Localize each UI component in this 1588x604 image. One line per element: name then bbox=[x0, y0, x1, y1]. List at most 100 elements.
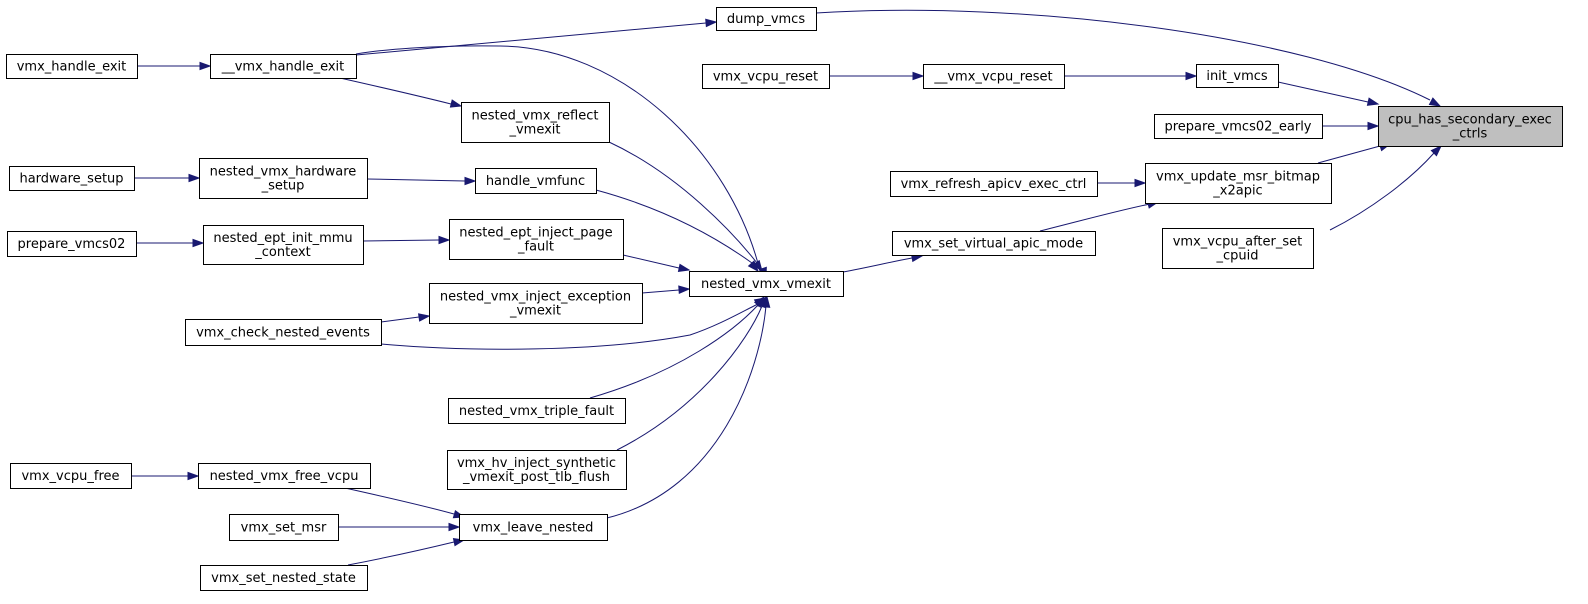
node-prepare_vmcs02[interactable]: prepare_vmcs02 bbox=[7, 231, 137, 257]
node-label: prepare_vmcs02_early bbox=[1164, 120, 1311, 135]
node-box bbox=[459, 514, 608, 541]
arrowhead-icon bbox=[1134, 178, 1147, 188]
edge-nested_vmx_inject_exception_vmexit-to-nested_vmx_vmexit bbox=[641, 285, 691, 295]
node-label: _x2apic bbox=[1212, 184, 1262, 199]
node-vmx_handle_exit[interactable]: vmx_handle_exit bbox=[6, 54, 138, 79]
node-box bbox=[702, 64, 830, 89]
node-label: __vmx_vcpu_reset bbox=[933, 70, 1052, 85]
node-box bbox=[185, 319, 382, 346]
node-box bbox=[7, 231, 137, 257]
node-nested_vmx_inject_exception_vmexit[interactable]: nested_vmx_inject_exception_vmexit bbox=[429, 283, 643, 324]
node-box bbox=[429, 283, 643, 324]
node-vmx_vcpu_free[interactable]: vmx_vcpu_free bbox=[10, 463, 132, 489]
edge-prepare_vmcs02_early-to-root bbox=[1322, 121, 1380, 131]
arrowhead-icon bbox=[752, 259, 763, 273]
node-nested_vmx_triple_fault[interactable]: nested_vmx_triple_fault bbox=[448, 398, 626, 424]
edge-nested_ept_inject_page_fault-to-nested_vmx_vmexit bbox=[622, 254, 691, 273]
node-label: _cpuid bbox=[1215, 249, 1258, 264]
edge-vmx_handle_exit-to-__vmx_handle_exit bbox=[137, 61, 212, 71]
node-vmx_set_msr[interactable]: vmx_set_msr bbox=[229, 514, 339, 541]
node-label: nested_ept_inject_page bbox=[459, 226, 612, 241]
arrowhead-icon bbox=[199, 61, 212, 71]
node-__vmx_vcpu_reset[interactable]: __vmx_vcpu_reset bbox=[923, 64, 1065, 89]
node-label: _context bbox=[254, 245, 311, 260]
arrowhead-icon bbox=[1367, 121, 1380, 131]
node-box bbox=[475, 168, 597, 194]
node-vmx_vcpu_after_set_cpuid[interactable]: vmx_vcpu_after_set_cpuid bbox=[1162, 228, 1314, 269]
node-init_vmcs[interactable]: init_vmcs bbox=[1196, 64, 1279, 88]
node-box bbox=[10, 463, 132, 489]
edge-init_vmcs-to-root bbox=[1277, 81, 1380, 106]
node-nested_vmx_free_vcpu[interactable]: nested_vmx_free_vcpu bbox=[198, 463, 371, 489]
edge-nested_vmx_vmexit-to-vmx_set_virtual_apic_mode bbox=[842, 253, 924, 273]
node-box bbox=[1154, 114, 1323, 139]
node-box bbox=[198, 463, 371, 489]
node-vmx_set_virtual_apic_mode[interactable]: vmx_set_virtual_apic_mode bbox=[892, 231, 1096, 256]
node-prepare_vmcs02_early[interactable]: prepare_vmcs02_early bbox=[1154, 114, 1323, 139]
edge-nested_ept_init_mmu_context-to-nested_ept_inject_page_fault bbox=[362, 235, 451, 245]
node-label: _vmexit bbox=[509, 304, 561, 319]
node-handle_vmfunc[interactable]: handle_vmfunc bbox=[475, 168, 597, 194]
node-root[interactable]: cpu_has_secondary_exec_ctrls bbox=[1378, 106, 1563, 147]
edge-vmx_set_nested_state-to-vmx_leave_nested bbox=[347, 537, 466, 566]
node-label: vmx_vcpu_after_set bbox=[1173, 235, 1303, 250]
edge-line bbox=[842, 257, 913, 273]
node-vmx_vcpu_reset[interactable]: vmx_vcpu_reset bbox=[702, 64, 830, 89]
edge-line bbox=[622, 254, 680, 269]
node-nested_ept_inject_page_fault[interactable]: nested_ept_inject_page_fault bbox=[449, 219, 624, 260]
node-label: _vmexit_post_tlb_flush bbox=[462, 470, 610, 485]
arrowhead-icon bbox=[192, 238, 205, 248]
edge-line bbox=[606, 305, 767, 519]
node-vmx_check_nested_events[interactable]: vmx_check_nested_events bbox=[185, 319, 382, 346]
node-label: vmx_handle_exit bbox=[17, 60, 127, 75]
edge-nested_vmx_free_vcpu-to-vmx_leave_nested bbox=[344, 487, 466, 519]
node-box bbox=[449, 219, 624, 260]
arrowhead-icon bbox=[188, 173, 201, 183]
node-box bbox=[923, 64, 1065, 89]
node-box bbox=[461, 102, 610, 143]
arrowhead-icon bbox=[678, 285, 691, 295]
node-box bbox=[1196, 64, 1279, 88]
edge-line bbox=[355, 45, 761, 272]
node-nested_vmx_vmexit[interactable]: nested_vmx_vmexit bbox=[689, 271, 844, 297]
node-vmx_refresh_apicv_exec_ctrl[interactable]: vmx_refresh_apicv_exec_ctrl bbox=[890, 171, 1098, 197]
node-vmx_update_msr_bitmap_x2apic[interactable]: vmx_update_msr_bitmap_x2apic bbox=[1145, 163, 1332, 204]
node-label: nested_vmx_vmexit bbox=[701, 277, 831, 292]
node-nested_vmx_hardware_setup[interactable]: nested_vmx_hardware_setup bbox=[199, 158, 368, 199]
edge-line bbox=[339, 77, 452, 105]
edge-vmx_set_msr-to-vmx_leave_nested bbox=[338, 522, 461, 532]
edge-handle_vmfunc-to-nested_vmx_vmexit bbox=[595, 189, 759, 273]
edge-line bbox=[380, 302, 761, 350]
arrowhead-icon bbox=[187, 471, 200, 481]
edge-hardware_setup-to-nested_vmx_hardware_setup bbox=[134, 173, 201, 183]
node-vmx_hv_inject_synthetic_vmexit_post_tlb_flush[interactable]: vmx_hv_inject_synthetic_vmexit_post_tlb_… bbox=[447, 450, 627, 490]
node-label: __vmx_handle_exit bbox=[221, 60, 345, 75]
node-label: vmx_check_nested_events bbox=[196, 326, 370, 341]
node-label: _fault bbox=[517, 240, 554, 255]
node-label: vmx_set_nested_state bbox=[211, 571, 356, 586]
node-box bbox=[890, 171, 1098, 197]
node-nested_ept_init_mmu_context[interactable]: nested_ept_init_mmu_context bbox=[203, 225, 364, 265]
node-hardware_setup[interactable]: hardware_setup bbox=[9, 166, 135, 191]
arrowhead-icon bbox=[747, 260, 759, 273]
node-label: vmx_set_msr bbox=[241, 521, 327, 536]
edge-__vmx_vcpu_reset-to-init_vmcs bbox=[1064, 71, 1198, 81]
arrowhead-icon bbox=[705, 18, 718, 28]
edge-line bbox=[1039, 203, 1151, 232]
arrowhead-icon bbox=[418, 313, 431, 322]
node-vmx_leave_nested[interactable]: vmx_leave_nested bbox=[459, 514, 608, 541]
node-label: _vmexit bbox=[508, 123, 560, 138]
arrowhead-icon bbox=[1428, 97, 1442, 107]
node-box bbox=[448, 398, 626, 424]
node-label: vmx_vcpu_free bbox=[21, 469, 119, 484]
arrowhead-icon bbox=[1366, 97, 1380, 106]
edge-__vmx_handle_exit-to-dump_vmcs bbox=[355, 18, 718, 56]
node-dump_vmcs[interactable]: dump_vmcs bbox=[716, 7, 817, 31]
node-vmx_set_nested_state[interactable]: vmx_set_nested_state bbox=[200, 565, 368, 591]
node-nested_vmx_reflect_vmexit[interactable]: nested_vmx_reflect_vmexit bbox=[461, 102, 610, 143]
edge-line bbox=[1329, 152, 1435, 231]
node-box bbox=[200, 565, 368, 591]
edge-line bbox=[362, 239, 440, 242]
node-__vmx_handle_exit[interactable]: __vmx_handle_exit bbox=[210, 54, 357, 79]
